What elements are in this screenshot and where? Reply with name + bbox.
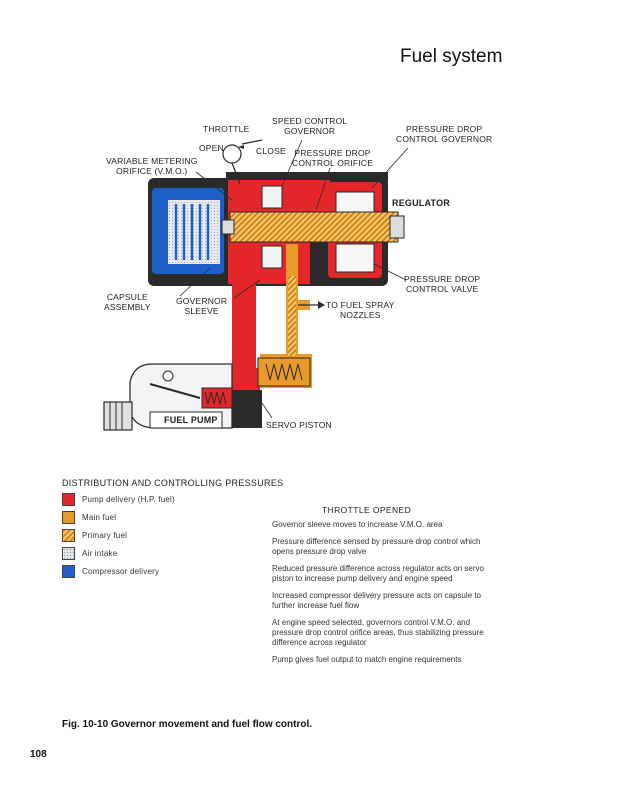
legend-item-air-intake: Air intake	[62, 546, 117, 560]
label-pressure-drop-control-governor: PRESSURE DROP CONTROL GOVERNOR	[396, 124, 493, 144]
legend-item-primary-fuel: Primary fuel	[62, 528, 127, 542]
sequence-step: At engine speed selected, governors cont…	[272, 618, 484, 647]
legend-item-pump-delivery: Pump delivery (H.P. fuel)	[62, 492, 175, 506]
sequence-step: Reduced pressure difference across regul…	[272, 564, 484, 583]
air-intake-swatch	[62, 546, 75, 560]
compressor-delivery-swatch	[62, 564, 75, 578]
label-regulator: REGULATOR	[392, 198, 450, 208]
fuel-pump	[103, 363, 262, 431]
page-header-title: Fuel system	[400, 46, 503, 67]
legend-title: DISTRIBUTION AND CONTROLLING PRESSURES	[62, 478, 284, 488]
sequence-step: Pump gives fuel output to match engine r…	[272, 655, 462, 664]
throttle-sequence-list: Governor sleeve moves to increase V.M.O.…	[272, 520, 492, 672]
servo-piston	[257, 357, 311, 387]
sequence-step: Pressure difference sensed by pressure d…	[272, 537, 481, 556]
capsule-assembly	[152, 188, 224, 274]
label-close: CLOSE	[256, 146, 286, 156]
label-throttle: THROTTLE	[203, 124, 250, 134]
page-number: 108	[30, 749, 47, 760]
sequence-step: Governor sleeve moves to increase V.M.O.…	[272, 520, 443, 529]
label-capsule-assembly: CAPSULE ASSEMBLY	[104, 292, 151, 312]
to-nozzles-arrow	[298, 301, 325, 309]
governor-shaft	[221, 211, 405, 243]
label-governor-sleeve: GOVERNOR SLEEVE	[176, 296, 228, 316]
label-speed-control-governor: SPEED CONTROL GOVERNOR	[272, 116, 348, 136]
throttle-lever	[222, 139, 263, 185]
label-servo-piston: SERVO PISTON	[266, 420, 332, 430]
primary-fuel-swatch	[62, 528, 75, 542]
leader-lines	[179, 139, 409, 419]
label-pressure-drop-control-orifice: PRESSURE DROP CONTROL ORIFICE	[292, 148, 374, 168]
speed-control-governor	[261, 185, 283, 269]
main-fuel-swatch	[62, 510, 75, 524]
label-fuel-pump: FUEL PUMP	[164, 415, 218, 425]
fuel-control-diagram	[103, 139, 409, 431]
figure-caption: Fig. 10-10 Governor movement and fuel fl…	[62, 719, 313, 730]
main-fuel-passage-hatch	[288, 276, 296, 356]
legend-item-main-fuel: Main fuel	[62, 510, 116, 524]
label-variable-metering-orifice: VARIABLE METERING ORIFICE (V.M.O.)	[106, 156, 198, 176]
legend-item-compressor-delivery: Compressor delivery	[62, 564, 159, 578]
throttle-opened-title: THROTTLE OPENED	[322, 505, 412, 515]
sequence-step: Increased compressor delivery pressure a…	[272, 591, 481, 610]
label-open: OPEN	[199, 143, 224, 153]
label-pressure-drop-control-valve: PRESSURE DROP CONTROL VALVE	[404, 274, 481, 294]
label-to-fuel-spray-nozzles: TO FUEL SPRAY NOZZLES	[326, 300, 395, 320]
pump-delivery-swatch	[62, 492, 75, 506]
